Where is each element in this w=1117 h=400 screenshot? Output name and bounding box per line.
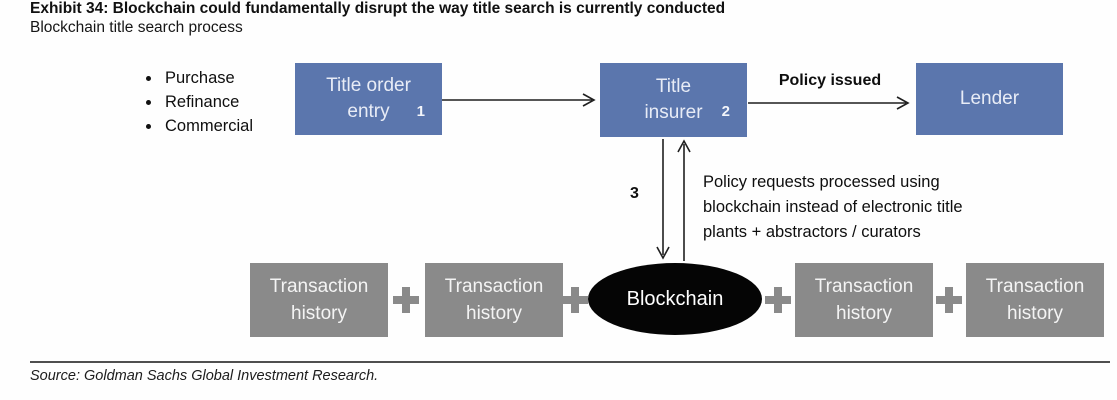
list-item: Purchase (146, 66, 253, 90)
node-blockchain: Blockchain (588, 263, 762, 335)
step-number-badge: 1 (416, 103, 425, 120)
order-type-bullet-list: Purchase Refinance Commercial (146, 66, 253, 138)
plus-icon (562, 287, 588, 313)
node-lender: Lender (916, 63, 1063, 135)
node-title-insurer: Title insurer 2 (600, 63, 747, 137)
node-transaction-history: Transaction history (966, 263, 1104, 337)
plus-icon (936, 287, 962, 313)
node-label-line: history (291, 303, 347, 324)
step-3-label: 3 (630, 185, 639, 202)
node-label-line: Transaction (814, 276, 914, 297)
node-label-line: Title order (326, 75, 411, 96)
annotation-line: blockchain instead of electronic title (703, 198, 963, 216)
bullet-icon (146, 123, 151, 129)
node-label: Blockchain (626, 288, 724, 310)
arrow-entry-to-insurer (442, 93, 596, 107)
exhibit-subtitle: Blockchain title search process (30, 19, 243, 36)
node-label-line: insurer (644, 102, 703, 123)
bullet-label: Commercial (165, 116, 254, 135)
node-label: Lender (959, 88, 1020, 109)
node-transaction-history: Transaction history (250, 263, 388, 337)
node-label-line: history (1007, 303, 1063, 324)
node-label-line: Transaction (444, 276, 544, 297)
policy-issued-label: Policy issued (778, 72, 882, 89)
node-transaction-history: Transaction history (795, 263, 933, 337)
node-label-line: entry (347, 101, 390, 122)
bullet-icon (146, 99, 151, 105)
annotation-line: Policy requests processed using (703, 173, 940, 191)
node-label-line: Title (655, 76, 692, 97)
list-item: Refinance (146, 90, 253, 114)
bullet-label: Refinance (165, 92, 240, 111)
node-transaction-history: Transaction history (425, 263, 563, 337)
plus-icon (393, 287, 419, 313)
step-number-badge: 2 (721, 103, 730, 120)
footer-divider (30, 361, 1110, 363)
node-label-line: Transaction (985, 276, 1085, 297)
bullet-label: Purchase (165, 68, 235, 87)
arrow-blockchain-to-insurer-up (677, 139, 691, 261)
node-label-line: Transaction (269, 276, 369, 297)
node-title-order-entry: Title order entry 1 (295, 63, 442, 135)
exhibit-title: Exhibit 34: Blockchain could fundamental… (30, 0, 726, 17)
source-attribution: Source: Goldman Sachs Global Investment … (30, 368, 379, 384)
node-label-line: history (836, 303, 892, 324)
arrow-insurer-to-lender (748, 96, 910, 110)
bullet-icon (146, 75, 151, 81)
plus-icon (765, 287, 791, 313)
arrow-insurer-to-blockchain-down (656, 139, 670, 260)
node-label-line: history (466, 303, 522, 324)
annotation-line: plants + abstractors / curators (703, 223, 921, 241)
list-item: Commercial (146, 114, 253, 138)
blockchain-annotation: Policy requests processed using blockcha… (703, 170, 963, 245)
